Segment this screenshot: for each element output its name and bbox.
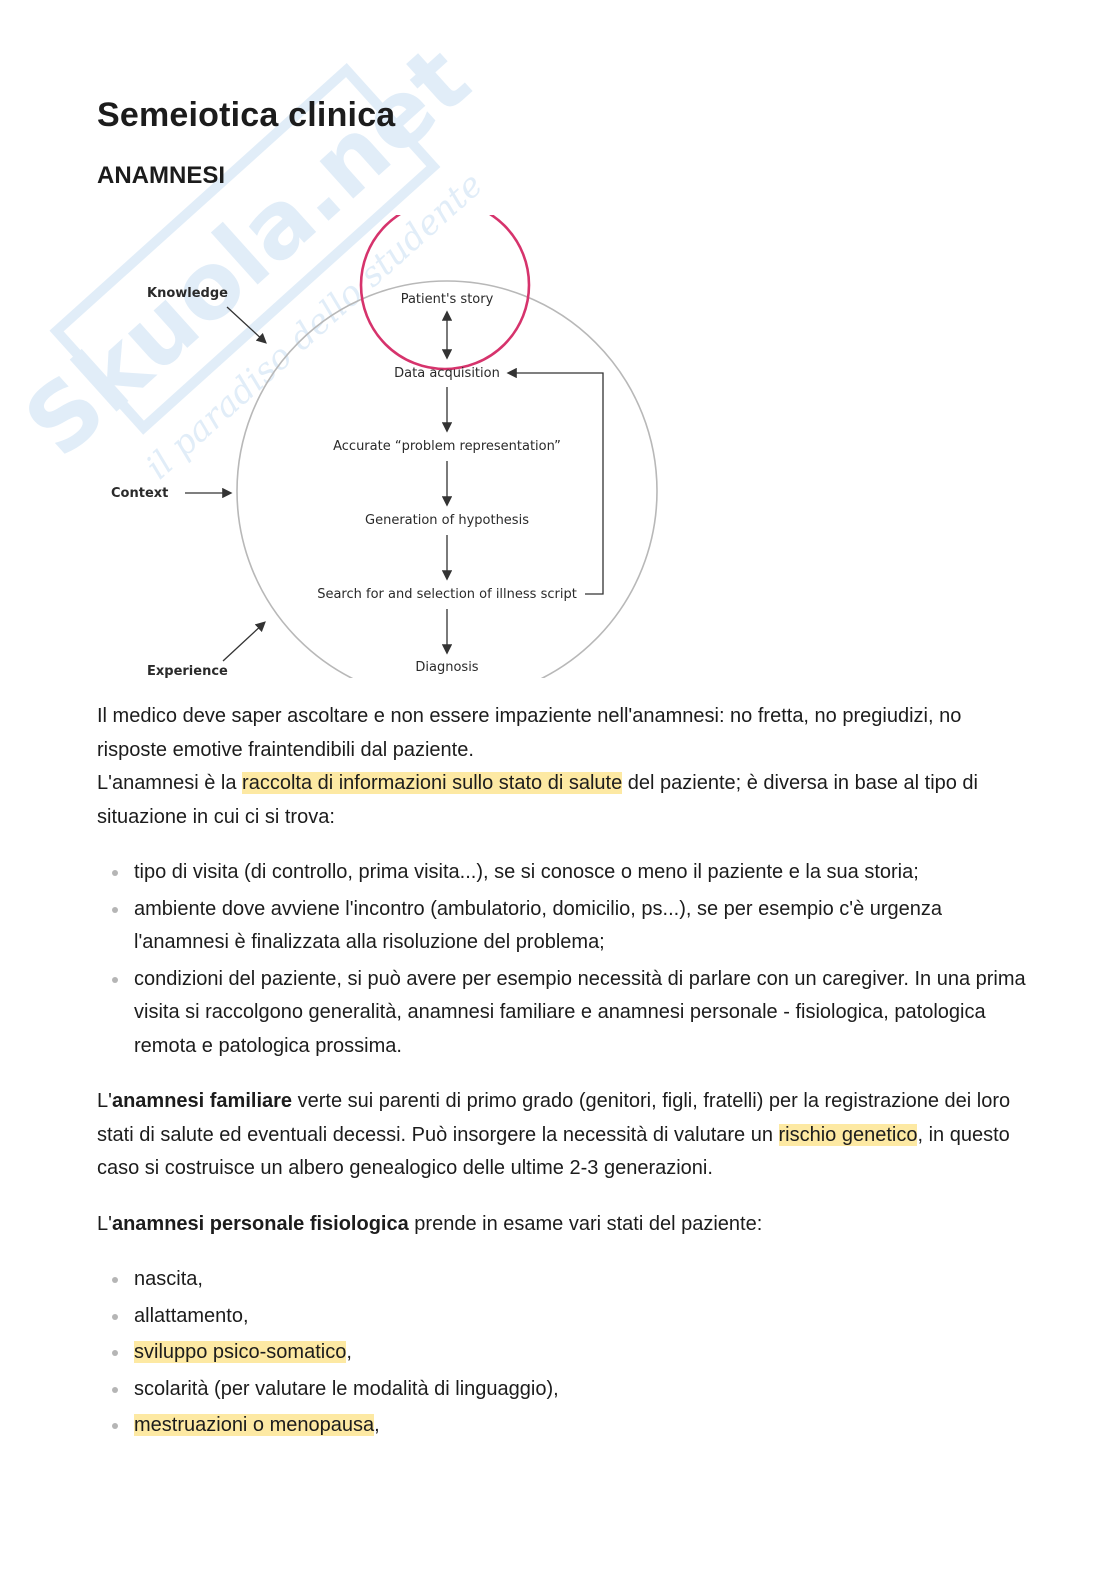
knowledge-arrow	[226, 306, 267, 344]
list-item: allattamento,	[97, 1300, 1027, 1334]
situation-list: tipo di visita (di controllo, prima visi…	[97, 856, 1027, 1063]
feedback-loop-arrow	[506, 367, 604, 595]
context-label: Context	[111, 486, 168, 501]
list-item: tipo di visita (di controllo, prima visi…	[97, 856, 1027, 890]
definition-paragraph: L'anamnesi è la raccolta di informazioni…	[97, 772, 978, 828]
list-item: mestruazioni o menopausa,	[97, 1409, 1027, 1443]
knowledge-label: Knowledge	[147, 286, 228, 301]
highlight-rischio-genetico: rischio genetico	[778, 1123, 918, 1146]
section-heading: ANAMNESI	[97, 162, 226, 189]
term-anamnesi-fisiologica: anamnesi personale fisiologica	[111, 1212, 409, 1235]
physiological-list: nascita, allattamento, sviluppo psico-so…	[97, 1263, 1027, 1443]
step-diagnosis: Diagnosis	[415, 660, 478, 675]
page-title: Semeiotica clinica	[97, 96, 396, 134]
document-body: Il medico deve saper ascoltare e non ess…	[97, 700, 1027, 1446]
step-illness-script: Search for and selection of illness scri…	[317, 587, 577, 602]
list-item: nascita,	[97, 1263, 1027, 1297]
step-patients-story: Patient's story	[401, 292, 494, 307]
list-item: scolarità (per valutare le modalità di l…	[97, 1373, 1027, 1407]
patient-story-highlight-circle	[359, 215, 531, 371]
experience-label: Experience	[147, 664, 228, 679]
experience-arrow	[222, 621, 266, 662]
highlight-raccolta: raccolta di informazioni sullo stato di …	[242, 772, 623, 794]
family-history-paragraph: L'anamnesi familiare verte sui parenti d…	[97, 1090, 1011, 1179]
physiological-history-paragraph: L'anamnesi personale fisiologica prende …	[97, 1212, 763, 1235]
step-generation-hypothesis: Generation of hypothesis	[365, 513, 529, 528]
step-data-acquisition: Data acquisition	[394, 366, 500, 381]
list-item: ambiente dove avviene l'incontro (ambula…	[97, 893, 1027, 960]
list-item: sviluppo psico-somatico,	[97, 1336, 1027, 1370]
step-problem-representation: Accurate “problem representation”	[333, 439, 561, 454]
reasoning-circle	[236, 280, 658, 678]
intro-paragraph: Il medico deve saper ascoltare e non ess…	[97, 705, 962, 761]
clinical-reasoning-diagram: Knowledge Context Experience Patient's s…	[111, 215, 658, 679]
list-item: condizioni del paziente, si può avere pe…	[97, 963, 1027, 1064]
term-anamnesi-familiare: anamnesi familiare	[111, 1090, 293, 1112]
